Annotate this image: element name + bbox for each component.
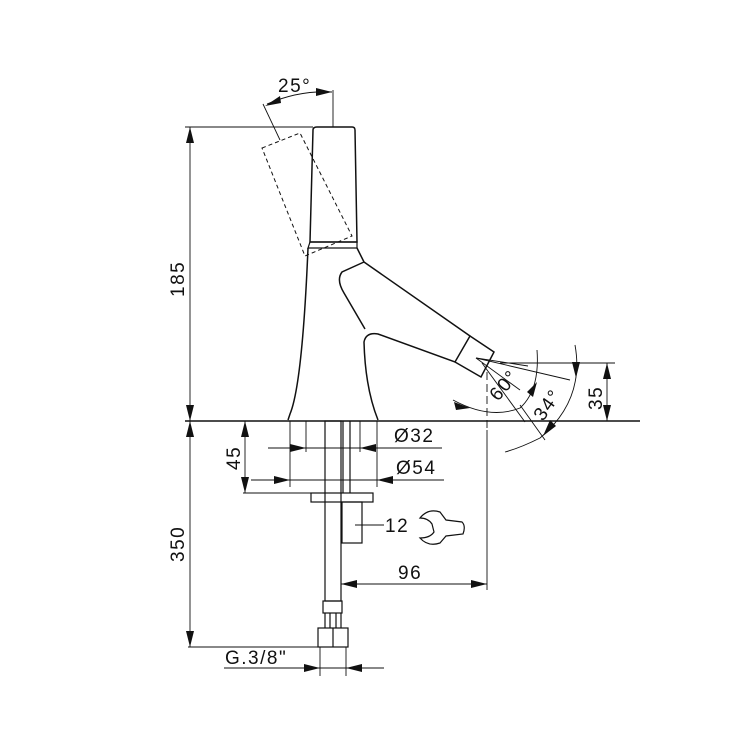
spout-height-label: 35	[586, 386, 607, 410]
wrench-dimension: 12	[355, 510, 465, 545]
mounting-washer	[310, 492, 374, 503]
faucet-body	[185, 126, 640, 422]
body-outline	[287, 247, 365, 421]
spout-nozzle	[454, 335, 495, 379]
hole-min-label: Ø32	[394, 426, 434, 447]
handle-angle-dimension: 25°	[185, 76, 334, 141]
spray-angle-dimensions: 60° 34°	[452, 344, 580, 453]
handle-collar	[307, 241, 358, 249]
handle-lever	[309, 126, 358, 243]
handle-rotated-outline	[261, 132, 353, 257]
hose-ferrule	[322, 600, 343, 614]
height-label: 185	[168, 261, 189, 297]
spout	[338, 261, 471, 421]
jet-angle-label: 34°	[530, 386, 566, 425]
thread-depth-label: 45	[224, 446, 245, 470]
hose-length-dimension: 350	[168, 421, 318, 648]
hose-length-label: 350	[168, 526, 189, 562]
fixing-nut	[341, 501, 363, 544]
hole-max-label: Ø54	[396, 458, 436, 479]
handle-angle-label: 25°	[278, 76, 311, 97]
hole-dimensions: Ø32 Ø54 45	[224, 421, 444, 494]
spout-angle-label: 60°	[486, 366, 523, 405]
reach-dimension: 96	[341, 430, 488, 590]
spout-height-dimension: 35	[500, 362, 615, 422]
connection-dimension: G.3/8"	[224, 647, 384, 676]
height-dimension: 185	[168, 127, 194, 421]
underside-fittings	[310, 420, 374, 648]
connection-label: G.3/8"	[225, 648, 287, 669]
wrench-size-label: 12	[385, 516, 409, 537]
wrench-icon	[418, 510, 465, 545]
reach-label: 96	[398, 563, 422, 584]
